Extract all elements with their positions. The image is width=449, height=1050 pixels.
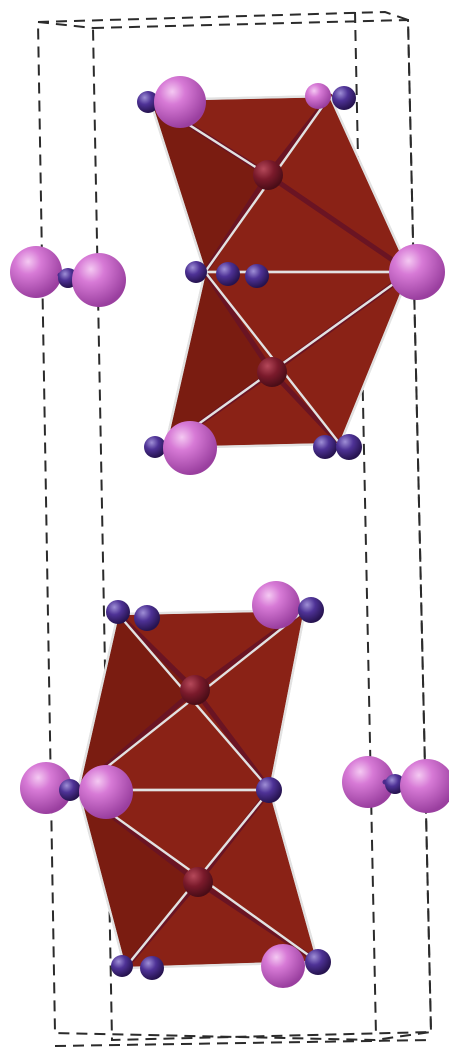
center-atom [253, 160, 283, 190]
large-atom [252, 581, 300, 629]
octahedra-lower [74, 607, 322, 971]
large-atom [342, 756, 394, 808]
center-atom [257, 357, 287, 387]
small-atom [111, 955, 133, 977]
small-atom [305, 949, 331, 975]
large-atom [20, 762, 72, 814]
center-atom [180, 675, 210, 705]
octahedra-upper [146, 93, 414, 451]
atoms-lower [20, 581, 449, 988]
small-atom [245, 264, 269, 288]
small-atom [134, 605, 160, 631]
small-atom [385, 774, 405, 794]
small-atom [137, 91, 159, 113]
large-atom [72, 253, 126, 307]
small-atom [144, 436, 166, 458]
small-atom [313, 435, 337, 459]
large-atom [400, 759, 449, 813]
small-atom [140, 956, 164, 980]
center-atom [183, 867, 213, 897]
large-atom [389, 244, 445, 300]
large-atom [79, 765, 133, 819]
large-atom [10, 246, 62, 298]
small-atom [216, 262, 240, 286]
large-atom [305, 83, 331, 109]
large-atom [261, 944, 305, 988]
small-atom [256, 777, 282, 803]
small-atom [336, 434, 362, 460]
large-atom [163, 421, 217, 475]
small-atom [332, 86, 356, 110]
small-atom [298, 597, 324, 623]
small-atom [59, 779, 81, 801]
large-atom [154, 76, 206, 128]
atoms-upper [10, 76, 445, 475]
small-atom [185, 261, 207, 283]
small-atom [106, 600, 130, 624]
